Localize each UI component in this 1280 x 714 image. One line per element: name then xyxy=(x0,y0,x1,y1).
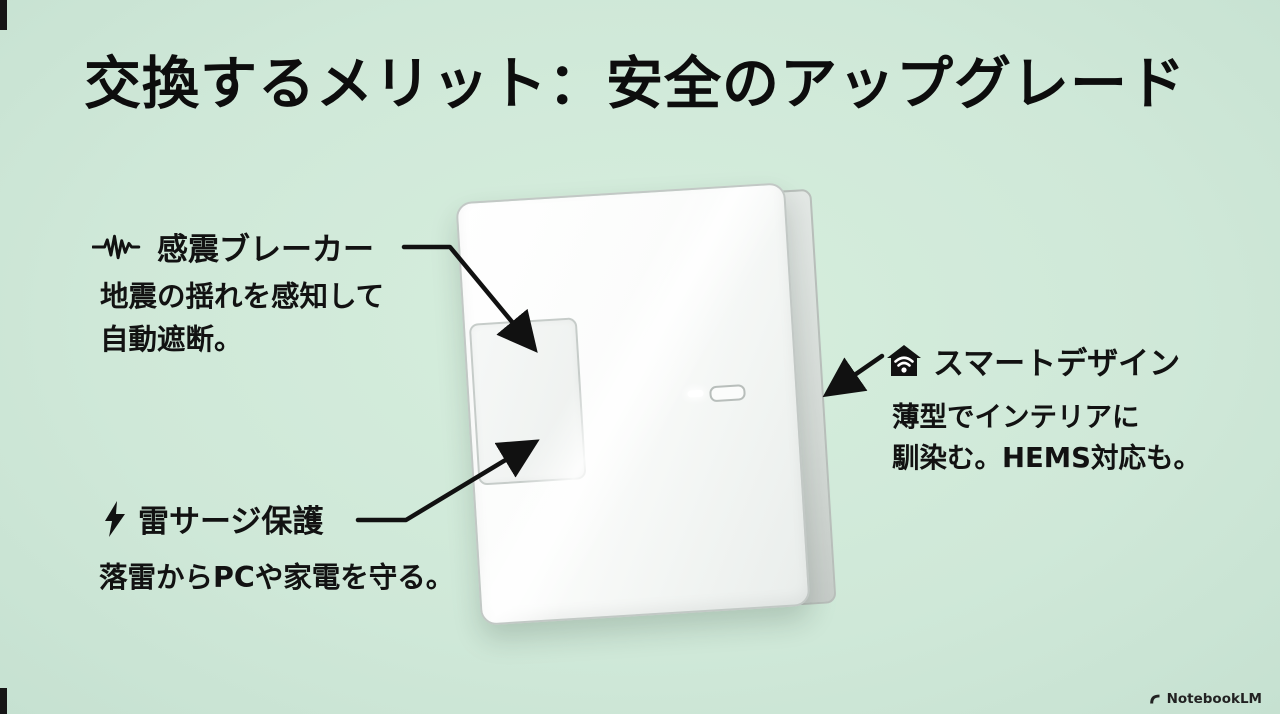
surge-label: 雷サージ保護 xyxy=(138,504,324,540)
led-indicator xyxy=(687,389,704,398)
smart-desc-line2: 馴染む。HEMS対応も。 xyxy=(892,442,1201,475)
smart-desc-line1: 薄型でインテリアに xyxy=(892,401,1140,433)
brand-name: NotebookLM xyxy=(1166,691,1262,707)
slide-title: 交換するメリット：安全のアップグレード xyxy=(84,51,1186,117)
seismic-wave-icon xyxy=(92,234,141,259)
annotation-smart: スマートデザイン 薄型でインテリアに 馴染む。HEMS対応も。 xyxy=(886,338,1201,480)
lightning-icon xyxy=(105,500,125,537)
seismic-desc-line1: 地震の揺れを感知して xyxy=(100,280,385,313)
seismic-desc-line2: 自動遮断。 xyxy=(100,322,243,356)
seismic-label: 感震ブレーカー xyxy=(157,232,374,268)
home-wifi-icon xyxy=(887,345,921,376)
panel-door xyxy=(468,317,587,486)
annotation-seismic: 感震ブレーカー 地震の揺れを感知して 自動遮断。 xyxy=(92,224,384,362)
arrow-smart xyxy=(822,353,885,398)
smart-label: スマートデザイン xyxy=(933,346,1181,382)
annotation-surge: 雷サージ保護 落雷からPCや家電を守る。 xyxy=(99,496,454,600)
surge-desc-line1: 落雷からPCや家電を守る。 xyxy=(99,561,455,594)
video-edge-artifact-bottom xyxy=(0,688,7,714)
breaker-panel-illustration xyxy=(455,182,837,626)
panel-front-face xyxy=(455,182,811,626)
video-edge-artifact-top xyxy=(0,0,7,30)
notebooklm-logo-icon xyxy=(1149,694,1160,704)
brand-footer: NotebookLM xyxy=(1148,691,1262,707)
indicator-slot xyxy=(709,384,746,403)
